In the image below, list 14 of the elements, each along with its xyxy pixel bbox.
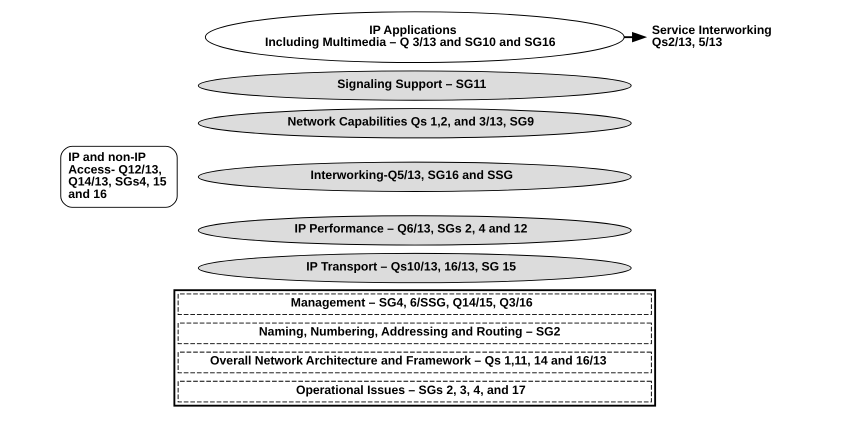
node-box: Management – SG4, 6/SSG, Q14/15, Q3/16	[178, 293, 652, 316]
node-box: IP and non-IP Access- Q12/13, Q14/13, SGs4, 15 and 16	[60, 146, 178, 208]
arrow	[624, 32, 648, 42]
node-box: Naming, Numbering, Addressing and Routing – SG2	[178, 322, 652, 344]
node-ellipse: IP Performance – Q6/13, SGs 2, 4 and 12	[198, 215, 632, 246]
node-box: Overall Network Architecture and Framework – Qs 1,11, 14 and 16/13	[178, 352, 652, 374]
node-text: Service Interworking Qs2/13, 5/13	[652, 22, 772, 49]
node-ellipse: Network Capabilities Qs 1,2, and 3/13, SG9	[198, 108, 632, 138]
cluster	[173, 289, 656, 407]
node-ellipse: IP Transport – Qs10/13, 16/13, SG 15	[198, 252, 632, 284]
node-ellipse: Interworking-Q5/13, SG16 and SSG	[198, 162, 632, 192]
node-ellipse: IP Applications Including Multimedia – Q 3/13 and SG10 and SG16	[204, 11, 625, 63]
node-ellipse: Signaling Support – SG11	[198, 70, 632, 101]
node-box: Operational Issues – SGs 2, 3, 4, and 17	[178, 380, 652, 402]
